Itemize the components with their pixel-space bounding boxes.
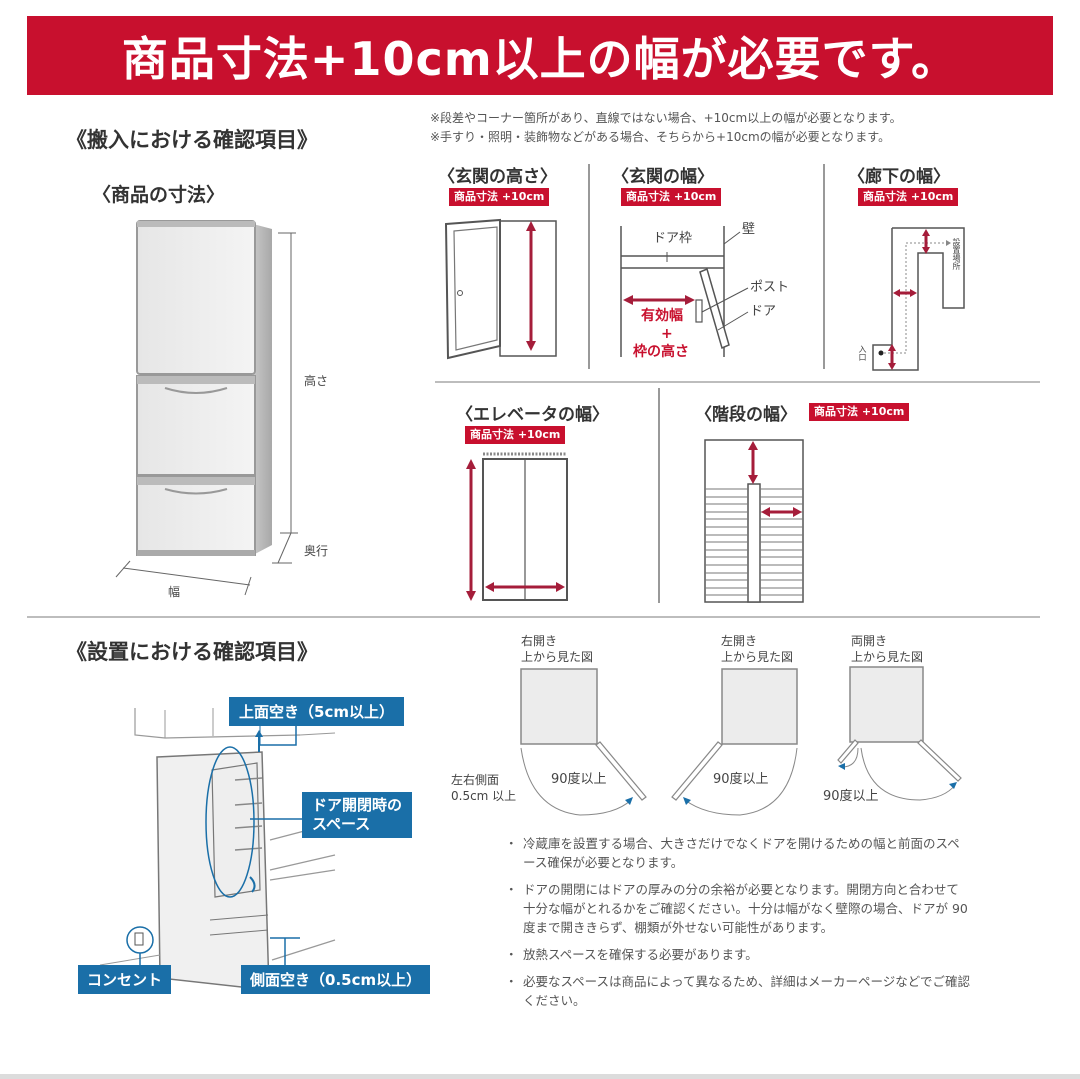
elevator-width-tag: 商品寸法 +10cm xyxy=(465,426,566,444)
entrance-height-tag: 商品寸法 +10cm xyxy=(449,188,550,206)
delivery-note-2: ※手すり・照明・装飾物などがある場合、そちらから+10cmの幅が必要となります。 xyxy=(430,130,891,144)
door-space-callout: ドア開閉時の スペース xyxy=(302,792,413,838)
outlet-callout: コンセント xyxy=(78,965,172,994)
wall-label: 壁 xyxy=(742,222,756,237)
plus-label: + xyxy=(661,326,673,342)
door-space-line-2: スペース xyxy=(312,815,371,833)
frame-height-label: 枠の高さ xyxy=(633,344,689,360)
post-label: ポスト xyxy=(750,280,790,295)
panel-divider xyxy=(588,164,590,369)
corridor-width-tag: 商品寸法 +10cm xyxy=(858,188,959,206)
note-item: 必要なスペースは商品によって異なるため、詳細はメーカーページなどでご確認ください… xyxy=(505,972,970,1010)
left-hinge-view: 上から見た図 xyxy=(721,650,794,664)
product-dims-title: 〈商品の寸法〉 xyxy=(92,184,226,206)
effective-width-label: 有効幅 xyxy=(641,308,683,324)
french-door-angle: 90度以上 xyxy=(823,789,879,804)
installation-section-title: 《設置における確認項目》 xyxy=(66,640,318,664)
panel-divider xyxy=(435,381,1040,383)
entrance-width-title: 〈玄関の幅〉 xyxy=(612,167,714,187)
right-hinge-view: 上から見た図 xyxy=(521,650,594,664)
elevator-width-title: 〈エレベータの幅〉 xyxy=(456,405,609,425)
banner-title: 商品寸法+10cm以上の幅が必要です。 xyxy=(121,31,959,86)
left-hinge-angle: 90度以上 xyxy=(713,772,769,787)
door-label: ドア xyxy=(750,304,777,319)
side-clearance-line-1: 左右側面 xyxy=(451,773,500,787)
door-frame-label: ドア枠 xyxy=(653,231,693,246)
entrance-height-title: 〈玄関の高さ〉 xyxy=(438,167,557,187)
side-clearance-line-2: 0.5cm 以上 xyxy=(451,789,517,803)
stairs-width-tag: 商品寸法 +10cm xyxy=(809,403,910,421)
french-door-type: 両開き xyxy=(851,634,888,648)
entrance-label: 入口 xyxy=(858,345,867,361)
left-hinge-type: 左開き xyxy=(721,634,758,648)
stairs-width-title: 〈階段の幅〉 xyxy=(695,405,797,425)
delivery-note-1: ※段差やコーナー箇所があり、直線ではない場合、+10cm以上の幅が必要となります… xyxy=(430,111,902,125)
bottom-border xyxy=(0,1074,1080,1079)
top-clearance-callout: 上面空き（5cm以上） xyxy=(229,697,404,726)
side-clearance-callout: 側面空き（0.5cm以上） xyxy=(241,965,431,994)
right-hinge-angle: 90度以上 xyxy=(551,772,607,787)
entrance-width-tag: 商品寸法 +10cm xyxy=(621,188,722,206)
depth-label: 奥行 xyxy=(304,544,329,558)
french-door-view: 上から見た図 xyxy=(851,650,924,664)
section-divider xyxy=(27,616,1040,618)
note-item: ドアの開閉にはドアの厚みの分の余裕が必要となります。開閉方向と合わせて十分な幅が… xyxy=(505,880,970,937)
note-item: 放熱スペースを確保する必要があります。 xyxy=(505,945,970,964)
note-item: 冷蔵庫を設置する場合、大きさだけでなくドアを開けるための幅と前面のスペース確保が… xyxy=(505,834,970,872)
panel-divider xyxy=(823,164,825,369)
height-label: 高さ xyxy=(304,374,329,388)
delivery-section-title: 《搬入における確認項目》 xyxy=(66,128,318,152)
panel-divider xyxy=(658,388,660,603)
header-banner: 商品寸法+10cm以上の幅が必要です。 xyxy=(27,16,1053,95)
door-space-line-1: ドア開閉時の xyxy=(312,796,403,814)
width-label: 幅 xyxy=(168,585,181,599)
corridor-width-title: 〈廊下の幅〉 xyxy=(848,167,950,187)
destination-label: 設置場所 xyxy=(952,238,961,270)
right-hinge-type: 右開き xyxy=(521,634,558,648)
installation-notes: 冷蔵庫を設置する場合、大きさだけでなくドアを開けるための幅と前面のスペース確保が… xyxy=(505,834,970,1018)
